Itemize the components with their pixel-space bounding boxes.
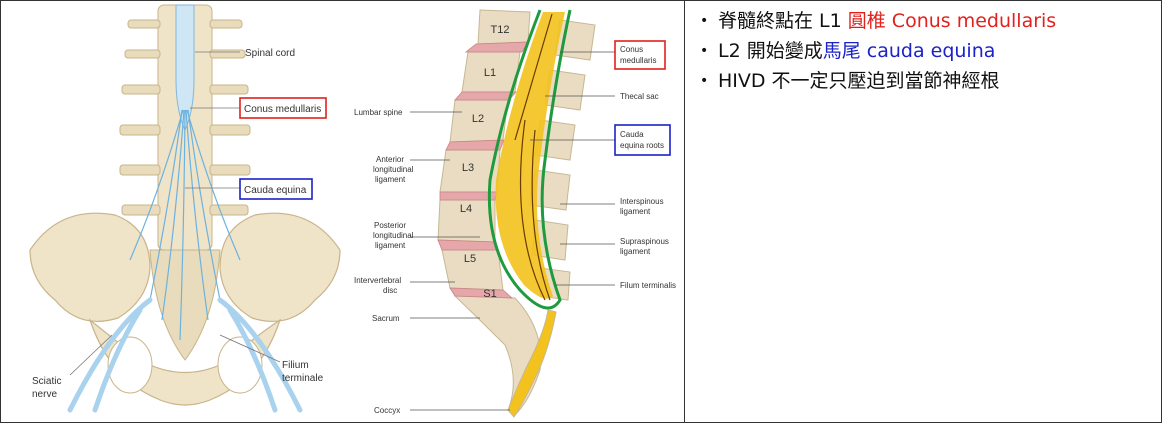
- label-anterior-1: Anterior: [376, 155, 404, 164]
- label-cauda-mid-2: equina roots: [620, 141, 664, 150]
- bullet-cauda: L2 開始變成馬尾 cauda equina: [700, 36, 1155, 66]
- left-spine-figure: Spinal cord Conus medullaris Cauda equin…: [29, 4, 341, 413]
- label-filium-1: Filium: [282, 360, 309, 371]
- label-conus-mid-2: medullaris: [620, 56, 656, 65]
- label-anterior-2: longitudinal: [373, 165, 414, 174]
- vert-label-2: L2: [472, 113, 484, 125]
- label-posterior-3: ligament: [375, 241, 406, 250]
- bullet-conus-text: 脊髓終點在 L1: [718, 10, 848, 32]
- label-sciatic-2: nerve: [32, 389, 57, 400]
- label-spinal-cord: Spinal cord: [245, 48, 295, 59]
- vert-label-4: L4: [460, 203, 472, 215]
- bullet-hivd-text: HIVD 不一定只壓迫到當節神經根: [718, 70, 1000, 92]
- label-sacrum: Sacrum: [372, 314, 400, 323]
- cauda-box-middle: [614, 124, 671, 156]
- label-thecal-sac: Thecal sac: [620, 92, 659, 101]
- bullet-cauda-text: L2 開始變成: [718, 40, 823, 62]
- conus-box-left: [239, 97, 327, 119]
- label-anterior-3: ligament: [375, 175, 406, 184]
- label-interspinous-2: ligament: [620, 207, 651, 216]
- bullet-conus: 脊髓終點在 L1 圓椎 Conus medullaris: [700, 6, 1155, 36]
- label-iv-disc-1: Intervertebral: [354, 276, 401, 285]
- bullet-cauda-highlight: 馬尾 cauda equina: [822, 40, 996, 62]
- bullet-conus-highlight: 圓椎 Conus medullaris: [847, 10, 1057, 32]
- label-cauda-left: Cauda equina: [244, 185, 307, 196]
- label-supraspinous-2: ligament: [620, 247, 651, 256]
- vert-label-0: T12: [491, 24, 510, 36]
- label-posterior-1: Posterior: [374, 221, 406, 230]
- vert-label-6: S1: [483, 288, 496, 300]
- vert-label-5: L5: [464, 253, 476, 265]
- label-conus-left: Conus medullaris: [244, 104, 321, 115]
- conus-box-middle: [614, 40, 666, 70]
- label-iv-disc-2: disc: [383, 286, 397, 295]
- label-sciatic-1: Sciatic: [32, 376, 61, 387]
- label-posterior-2: longitudinal: [373, 231, 414, 240]
- label-filium-2: terminale: [282, 373, 324, 384]
- label-supraspinous-1: Supraspinous: [620, 237, 669, 246]
- label-interspinous-1: Interspinous: [620, 197, 664, 206]
- label-filum-terminalis: Filum terminalis: [620, 281, 676, 290]
- sacrum-body: [453, 295, 542, 416]
- middle-sagittal-figure: T12 L1 L2 L3 L4 L5 S1 Lumbar spine Anter…: [354, 9, 676, 418]
- bullet-list: 脊髓終點在 L1 圓椎 Conus medullaris L2 開始變成馬尾 c…: [700, 6, 1155, 96]
- bullet-hivd: HIVD 不一定只壓迫到當節神經根: [700, 66, 1155, 96]
- vert-label-3: L3: [462, 162, 474, 174]
- vert-label-1: L1: [484, 67, 496, 79]
- label-lumbar-spine: Lumbar spine: [354, 108, 403, 117]
- label-coccyx: Coccyx: [374, 406, 400, 415]
- label-conus-mid-1: Conus: [620, 45, 643, 54]
- cauda-box-left: [239, 178, 313, 200]
- panel-divider: [684, 0, 685, 423]
- label-cauda-mid-1: Cauda: [620, 130, 644, 139]
